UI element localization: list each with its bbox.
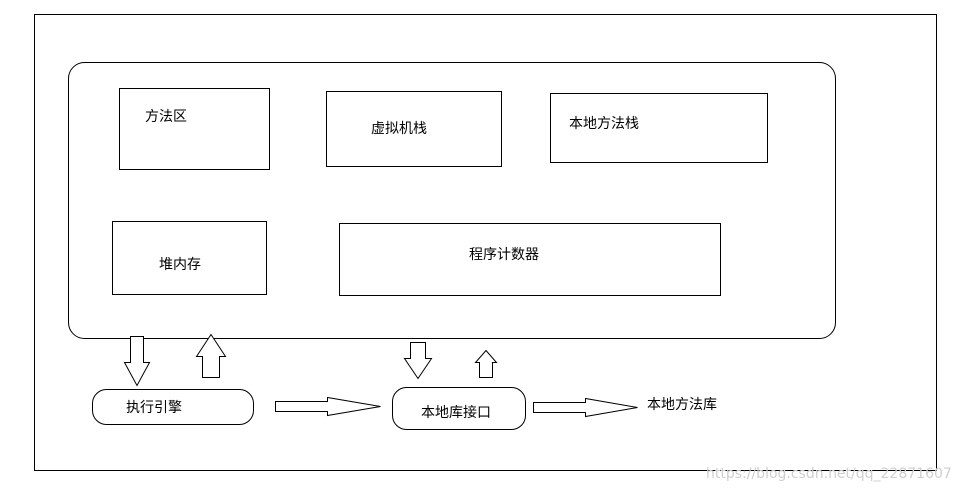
execution-engine-label: 执行引擎 — [126, 400, 182, 416]
execution-engine-box — [92, 389, 254, 425]
vm-stack-box — [326, 91, 502, 167]
down-arrow-to-interface — [403, 342, 433, 380]
heap-label: 堆内存 — [159, 257, 201, 273]
vm-stack-label: 虚拟机栈 — [371, 121, 427, 137]
watermark-text: https://blog.csdn.net/qq_22871607 — [706, 466, 952, 482]
native-interface-label: 本地库接口 — [421, 404, 491, 421]
up-arrow-from-engine — [195, 333, 227, 378]
down-arrow-to-engine — [123, 336, 151, 387]
native-method-stack-label: 本地方法栈 — [569, 116, 639, 132]
native-method-stack-box — [550, 93, 768, 163]
method-area-box — [119, 88, 270, 170]
native-interface-box — [392, 387, 526, 430]
native-library-label: 本地方法库 — [647, 397, 717, 413]
method-area-label: 方法区 — [145, 109, 187, 125]
right-arrow-to-interface — [275, 396, 381, 417]
right-arrow-to-library — [533, 397, 638, 418]
heap-box — [112, 221, 267, 295]
program-counter-label: 程序计数器 — [469, 247, 539, 263]
program-counter-box — [339, 223, 721, 296]
up-arrow-from-interface — [474, 349, 498, 378]
